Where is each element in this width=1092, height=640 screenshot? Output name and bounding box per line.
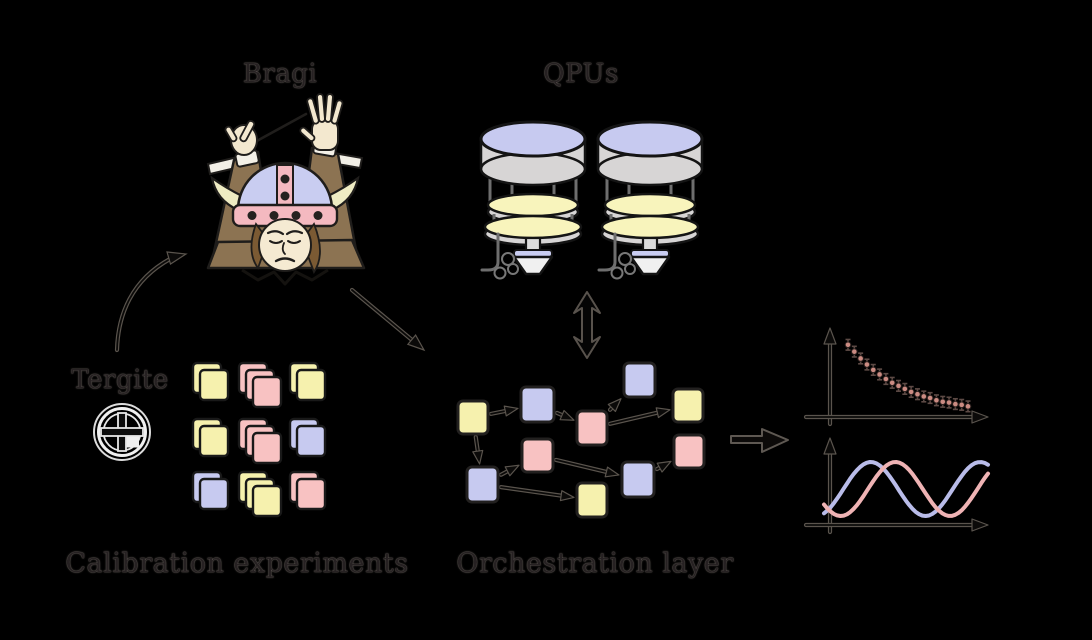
bragi-label: Bragi bbox=[242, 59, 318, 89]
cryostat-icon-right bbox=[596, 120, 704, 280]
oscillation-plot bbox=[803, 437, 990, 535]
decay-plot bbox=[803, 327, 989, 427]
orchestration-label: Orchestration layer bbox=[456, 548, 734, 579]
qpu-orchestration-double-arrow bbox=[573, 291, 601, 359]
helmet-horn-left bbox=[210, 175, 244, 212]
cryostat-icon-left bbox=[479, 120, 587, 280]
bragi-to-orchestration-arrow bbox=[349, 287, 426, 352]
calibration-grid bbox=[191, 361, 327, 518]
viking-conductor-illustration bbox=[206, 93, 366, 286]
calibration-label: Calibration experiments bbox=[65, 548, 409, 579]
orchestration-to-results-arrow bbox=[730, 428, 789, 453]
open-hand-icon bbox=[299, 93, 344, 151]
orchestration-dag bbox=[456, 361, 706, 519]
curved-feedback-arrow bbox=[114, 251, 188, 353]
tergite-logo bbox=[93, 403, 151, 461]
qpus-label: QPUs bbox=[543, 59, 619, 89]
tergite-label: Tergite bbox=[71, 365, 169, 395]
helmet-horn-right bbox=[326, 175, 360, 212]
